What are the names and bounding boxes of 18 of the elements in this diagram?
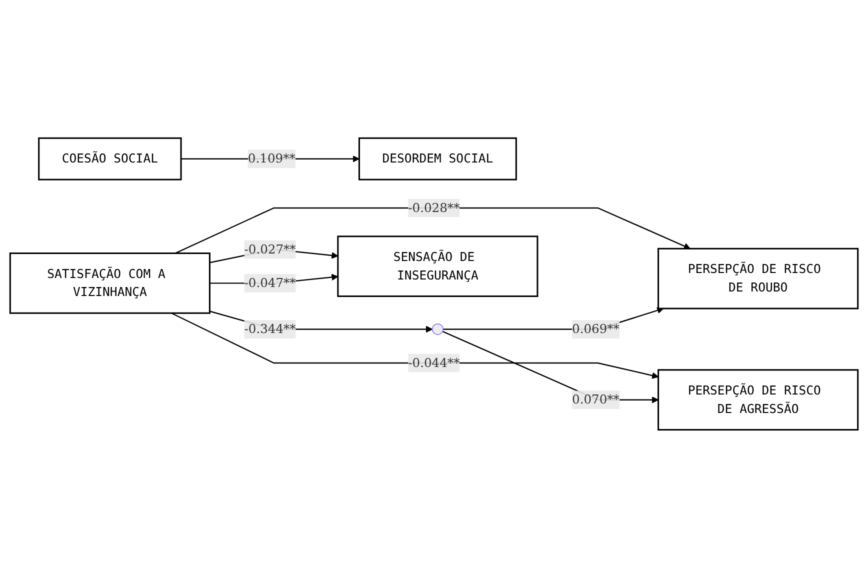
node-box	[9, 252, 210, 314]
node-box	[658, 369, 859, 431]
arrow	[171, 312, 659, 379]
edge-label: -0.027**	[244, 242, 296, 256]
node-box	[658, 248, 859, 310]
edge-label: 0.070**	[572, 392, 620, 407]
node-point	[432, 324, 444, 336]
edge-label: -0.047**	[244, 276, 296, 290]
edge-label: -0.044**	[408, 355, 460, 370]
edge-label: 0.109**	[248, 151, 296, 166]
node-box	[337, 236, 538, 298]
edge-label: 0.069**	[572, 322, 620, 336]
node-box	[38, 137, 182, 180]
edge-label: -0.028**	[408, 200, 460, 215]
node-box	[358, 137, 517, 180]
path-diagram: 0.109** -0.344** -0.027** -0.047** -0.028** -0.044** 0.069** 0.070** DESORDEM SOCIAL SENSAÇÃO DE INSEGURANÇA COESÃO SOCIAL PERSEPÇÃO DE RISCO DE ROUBO SATISFAÇÃO COM A VIZINHANÇA PERSEPÇÃO DE RISCO DE AGRESSÃO	[4, 132, 864, 436]
edge-label: -0.344**	[244, 322, 296, 336]
arrow	[174, 207, 690, 254]
